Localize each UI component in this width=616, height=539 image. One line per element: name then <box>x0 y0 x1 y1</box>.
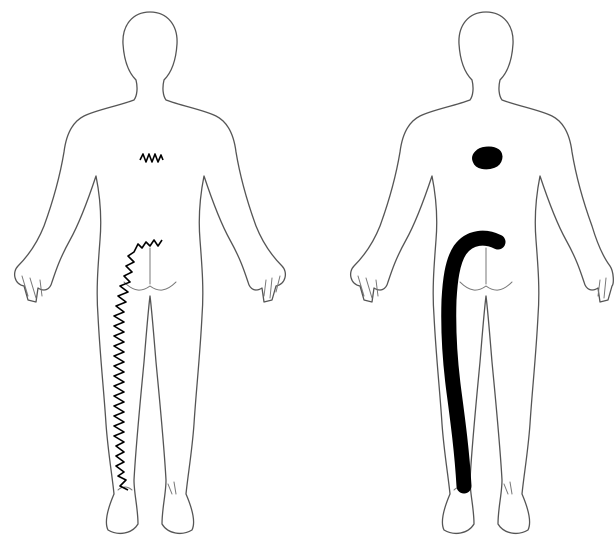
finger-lines-left <box>358 276 378 298</box>
sciatic-solid-band-mark <box>449 238 498 486</box>
pain-markings-solid <box>449 148 502 486</box>
ankle-mark-right <box>504 482 512 494</box>
body-silhouette <box>15 12 286 533</box>
abdomen-squiggle-mark <box>140 154 163 162</box>
body-silhouette <box>351 12 614 533</box>
finger-lines-right <box>264 276 280 298</box>
abdomen-blob-mark <box>473 148 502 169</box>
body-outline-path <box>351 12 614 533</box>
pain-markings-zigzag <box>114 154 163 490</box>
finger-lines-left <box>22 276 42 298</box>
body-outline-figure-right <box>308 0 616 539</box>
sciatic-zigzag-mark <box>114 240 162 490</box>
body-outline-figure-left <box>0 0 308 539</box>
ankle-mark-right <box>168 482 176 494</box>
